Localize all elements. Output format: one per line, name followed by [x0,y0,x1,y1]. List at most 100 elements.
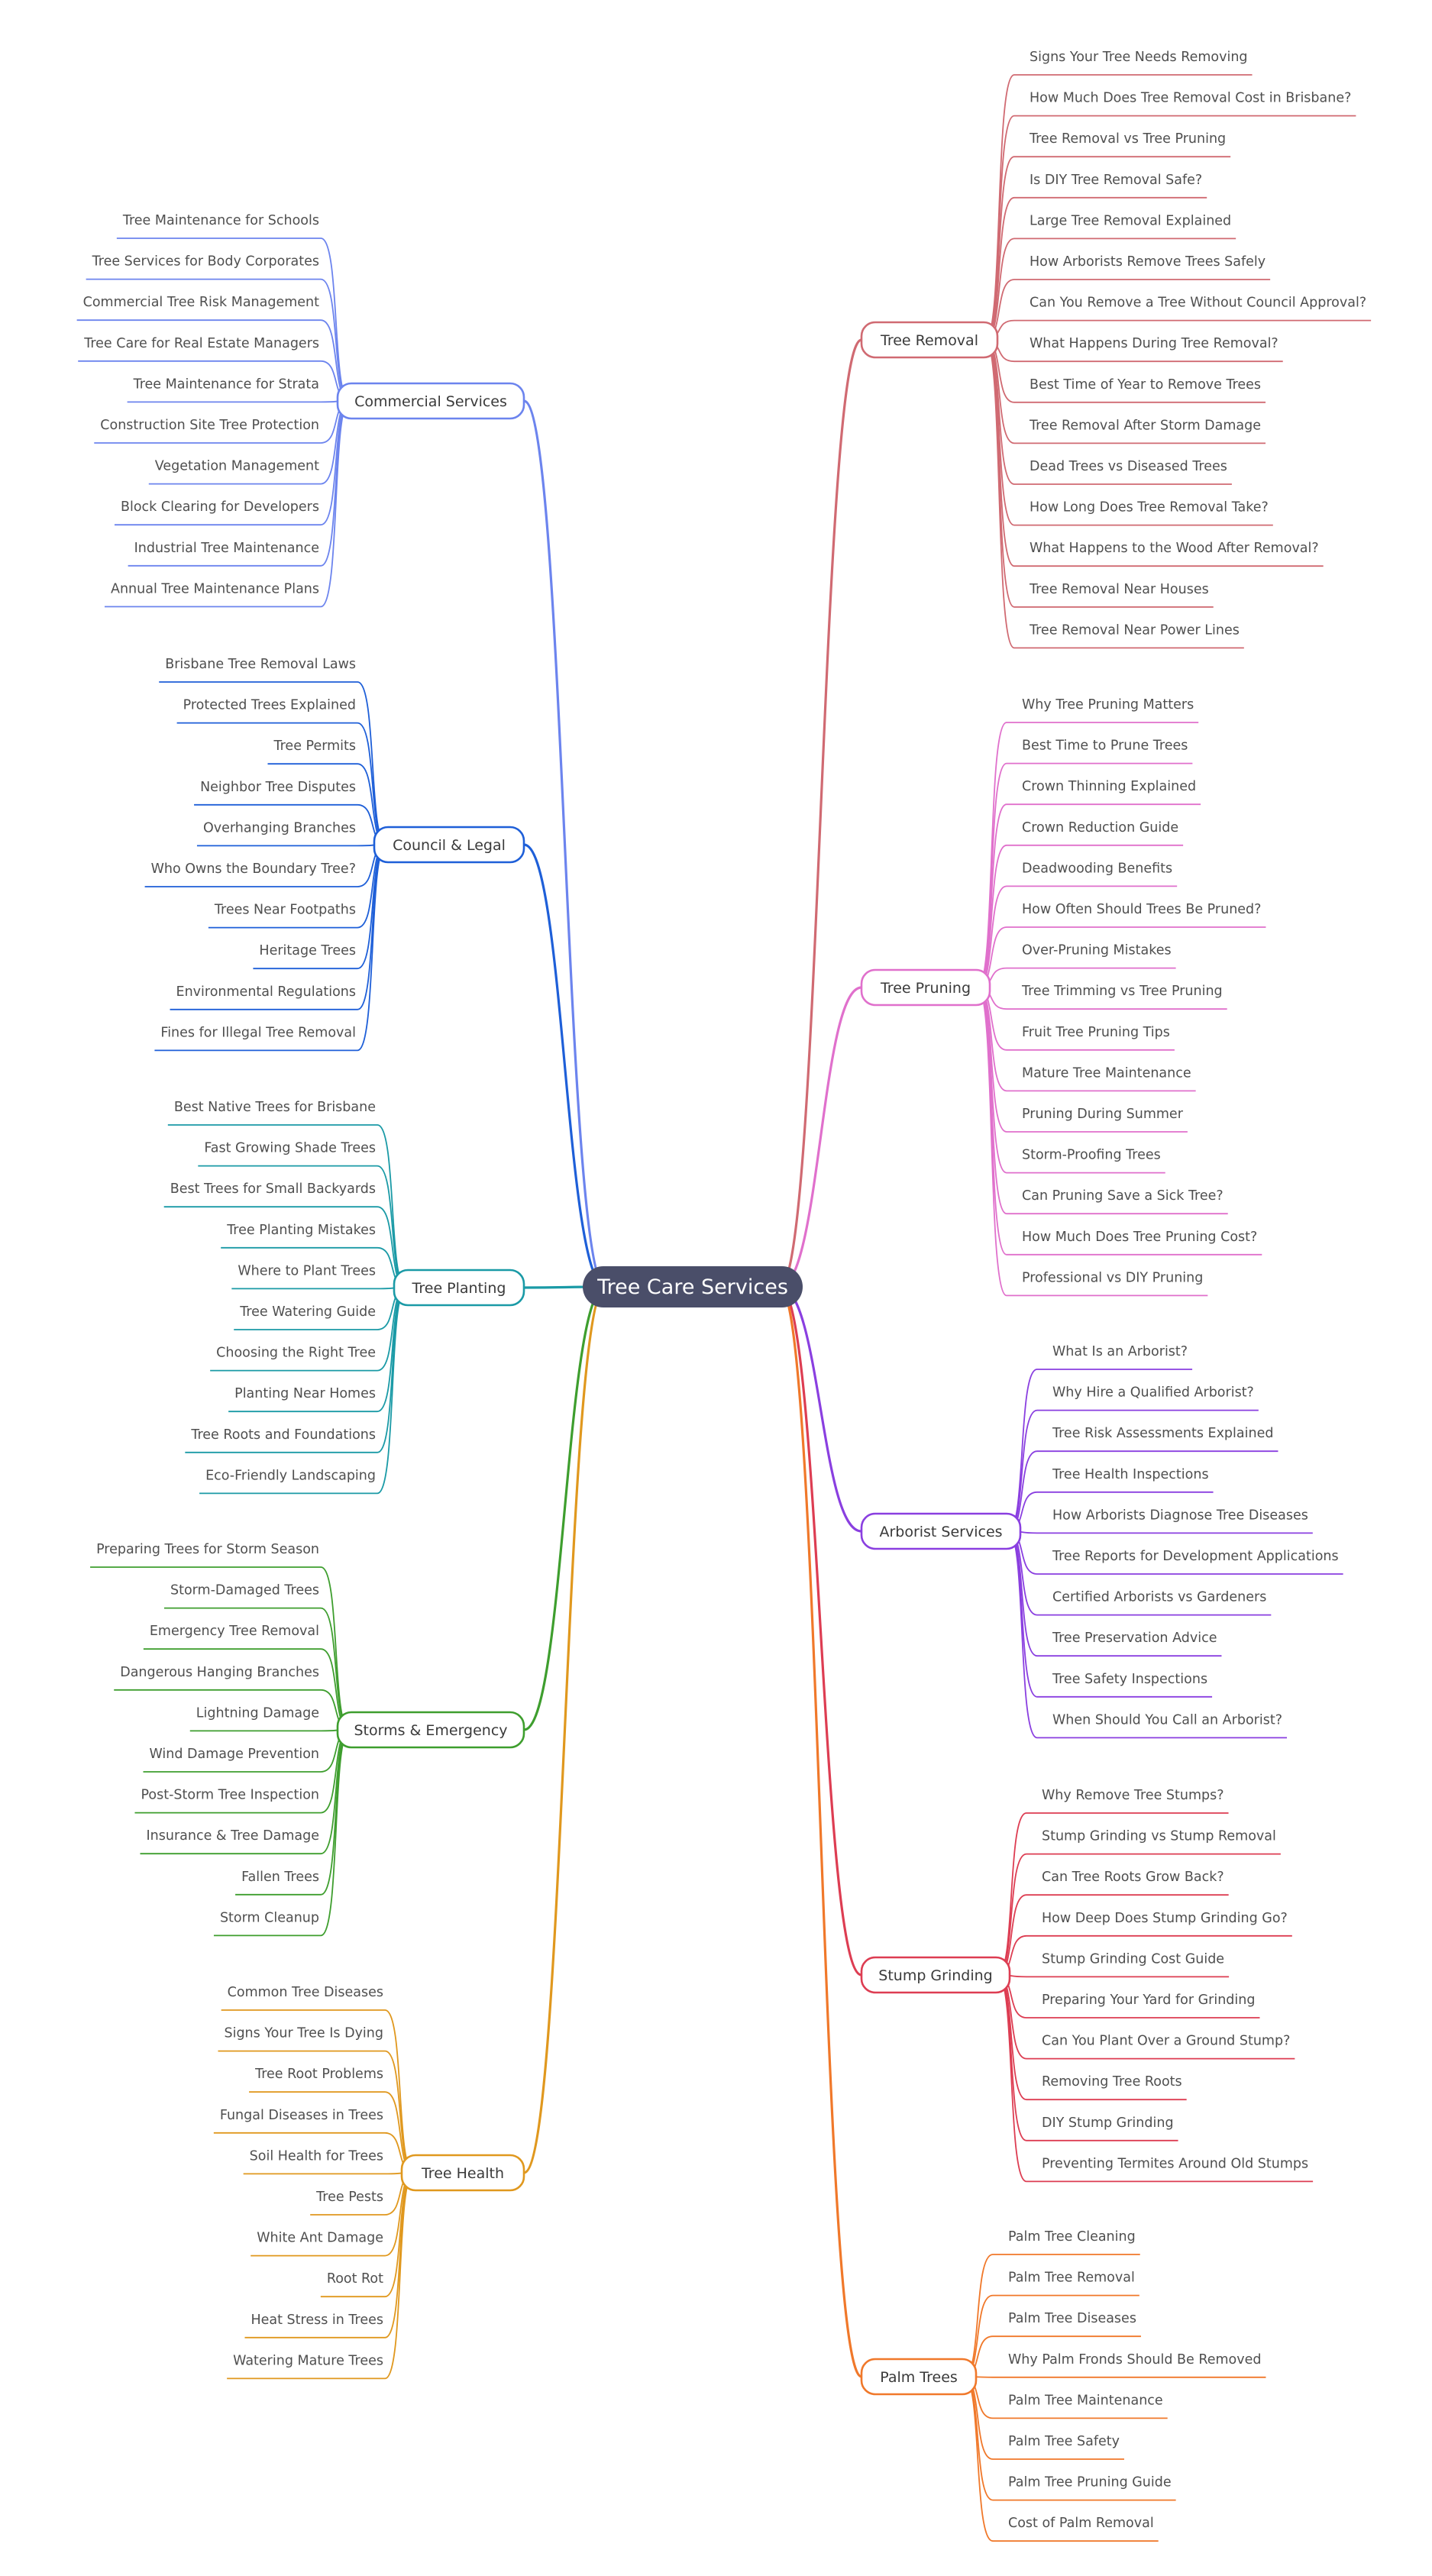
leaf-topic: Who Owns the Boundary Tree? [151,861,356,877]
leaf-topic: What Happens During Tree Removal? [1030,336,1278,351]
leaf-topic: Professional vs DIY Pruning [1022,1270,1203,1285]
leaf-topic: What Happens to the Wood After Removal? [1030,541,1319,556]
leaf-topic: Preventing Termites Around Old Stumps [1042,2156,1308,2171]
leaf-topic: Over-Pruning Mistakes [1022,943,1172,958]
leaf-topic: Palm Tree Safety [1008,2434,1120,2449]
leaf-topic: Tree Reports for Development Application… [1052,1549,1339,1564]
leaf-topic: Preparing Trees for Storm Season [96,1542,319,1557]
branch-node-tree-pruning [860,968,991,1007]
leaf-topic: Tree Planting Mistakes [226,1223,376,1238]
leaf-topic: Best Time to Prune Trees [1022,739,1188,754]
leaf-topic: Palm Tree Diseases [1008,2311,1136,2326]
leaf-topic: Post-Storm Tree Inspection [141,1788,319,1803]
leaf-connector [189,1729,351,1732]
branch-label-council-and-legal: Council & Legal [393,837,506,854]
leaf-topic: Why Remove Tree Stumps? [1042,1788,1224,1803]
leaf-topic: Can You Remove a Tree Without Council Ap… [1030,296,1366,311]
leaf-topic: Tree Safety Inspections [1052,1672,1207,1687]
leaf-topic: What Is an Arborist? [1052,1344,1188,1359]
leaf-topic: Fungal Diseases in Trees [220,2108,383,2123]
leaf-topic: Tree Maintenance for Strata [133,377,319,392]
leaf-topic: Palm Tree Cleaning [1008,2229,1136,2245]
leaf-topic: Certified Arborists vs Gardeners [1052,1590,1266,1605]
leaf-topic: How Much Does Tree Pruning Cost? [1022,1230,1257,1245]
leaf-topic: Neighbor Tree Disputes [200,780,356,795]
leaf-topic: Root Rot [327,2271,383,2287]
leaf-topic: Dead Trees vs Diseased Trees [1030,459,1227,474]
leaf-topic: Block Clearing for Developers [121,499,319,515]
leaf-topic: Cost of Palm Removal [1008,2516,1154,2531]
leaf-topic: Environmental Regulations [176,984,356,1000]
leaf-topic: How Deep Does Stump Grinding Go? [1042,1911,1288,1926]
leaf-topic: Pruning During Summer [1022,1107,1184,1122]
leaf-topic: Tree Trimming vs Tree Pruning [1021,984,1223,999]
leaf-topic: Where to Plant Trees [238,1263,376,1278]
leaf-topic: Best Trees for Small Backyards [170,1181,376,1197]
leaf-topic: Tree Removal Near Houses [1029,582,1209,597]
branch-label-tree-planting: Tree Planting [412,1280,506,1297]
branch-node-tree-removal [860,321,999,359]
connector-root-to-council-and-legal [523,843,606,1288]
leaf-topic: Stump Grinding Cost Guide [1042,1951,1224,1967]
leaf-topic: Tree Preservation Advice [1052,1631,1217,1646]
branch-node-stump-grinding [860,1956,1011,1994]
leaf-topic: Construction Site Tree Protection [100,418,319,433]
branch-label-tree-health: Tree Health [421,2165,504,2182]
leaf-topic: Signs Your Tree Is Dying [224,2026,383,2041]
leaf-topic: Tree Services for Body Corporates [92,254,319,270]
leaf-topic: Fines for Illegal Tree Removal [160,1025,356,1040]
leaf-topic: Can Pruning Save a Sick Tree? [1022,1188,1224,1204]
leaf-topic: Vegetation Management [155,459,319,474]
leaf-topic: How Long Does Tree Removal Take? [1030,500,1269,516]
leaf-topic: Protected Trees Explained [183,698,356,713]
root-node [583,1266,803,1307]
leaf-topic: Storm Cleanup [220,1910,319,1925]
connector-root-to-commercial-services [523,399,606,1288]
leaf-topic: Eco-Friendly Landscaping [205,1468,376,1483]
leaf-topic: Insurance & Tree Damage [146,1828,319,1844]
leaf-connector [977,987,1228,1215]
leaf-topic: Best Native Trees for Brisbane [174,1100,376,1115]
leaf-topic: When Should You Call an Arborist? [1052,1712,1282,1728]
leaf-topic: Tree Removal vs Tree Pruning [1029,131,1226,147]
branch-node-palm-trees [860,2358,978,2396]
leaf-topic: Annual Tree Maintenance Plans [111,581,319,596]
leaf-topic: Deadwooding Benefits [1022,861,1172,876]
leaf-topic: Planting Near Homes [234,1386,376,1401]
leaf-topic: Brisbane Tree Removal Laws [165,657,356,672]
leaf-topic: Tree Root Problems [254,2067,383,2082]
leaf-topic: Fallen Trees [241,1870,319,1885]
branch-label-palm-trees: Palm Trees [880,2369,958,2386]
leaf-topic: Is DIY Tree Removal Safe? [1030,173,1202,188]
connector-root-to-tree-health [523,1285,606,2174]
leaf-topic: Industrial Tree Maintenance [134,541,319,556]
branch-node-arborist-services [860,1512,1022,1550]
leaf-topic: Dangerous Hanging Branches [120,1665,319,1680]
root-label: Tree Care Services [596,1275,788,1299]
leaf-topic: Tree Removal After Storm Damage [1029,418,1261,433]
leaf-topic: Can Tree Roots Grow Back? [1042,1870,1224,1885]
leaf-topic: Tree Health Inspections [1052,1467,1209,1482]
leaf-topic: Heritage Trees [259,943,356,958]
leaf-topic: Tree Pests [315,2190,383,2205]
branch-node-commercial-services [336,382,525,420]
leaf-topic: Watering Mature Trees [233,2353,383,2368]
leaf-topic: Signs Your Tree Needs Removing [1030,50,1248,65]
connector-root-to-stump-grinding [779,1285,862,1976]
leaf-topic: Tree Maintenance for Schools [122,213,319,228]
leaf-topic: Emergency Tree Removal [150,1624,319,1639]
leaf-topic: Wind Damage Prevention [149,1747,319,1762]
leaf-topic: Tree Permits [273,739,357,754]
leaf-topic: Fruit Tree Pruning Tips [1022,1025,1170,1040]
leaf-topic: Tree Roots and Foundations [190,1427,376,1443]
leaf-connector [984,339,1244,649]
branch-node-tree-planting [393,1269,525,1307]
leaf-topic: Mature Tree Maintenance [1022,1065,1191,1081]
leaf-topic: How Arborists Remove Trees Safely [1030,254,1266,270]
leaf-topic: Tree Removal Near Power Lines [1029,622,1240,638]
leaf-topic: How Much Does Tree Removal Cost in Brisb… [1030,91,1351,106]
leaf-topic: Palm Tree Removal [1008,2271,1135,2286]
leaf-topic: Tree Watering Guide [239,1304,376,1320]
leaf-topic: How Arborists Diagnose Tree Diseases [1052,1508,1308,1523]
leaf-topic: Choosing the Right Tree [216,1346,376,1361]
